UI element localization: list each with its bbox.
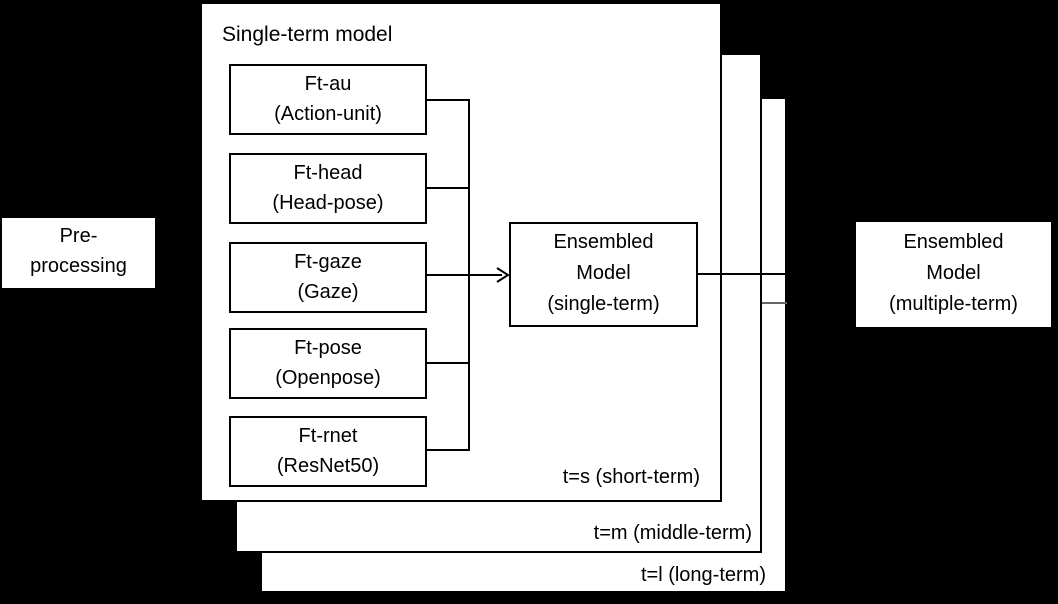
single-term-model-title: Single-term model: [222, 23, 393, 46]
term-label-long: t=l (long-term): [640, 564, 766, 586]
ensembled-single-line2: Model: [576, 262, 631, 284]
ensembled-multiple-line2: Model: [926, 262, 981, 284]
feature-source: (Openpose): [275, 367, 381, 389]
feature-box-ft-au: Ft-au (Action-unit): [229, 64, 427, 135]
arrow-right-icon: [496, 267, 510, 283]
feature-source: (Gaze): [297, 281, 359, 303]
feature-source: (ResNet50): [276, 455, 380, 477]
preprocessing-box: Pre- processing: [2, 218, 155, 288]
preprocessing-label-line1: Pre-: [59, 225, 98, 247]
feature-name: Ft-rnet: [298, 425, 358, 447]
ensembled-single-line1: Ensembled: [553, 231, 654, 253]
connector-stub-ft-pose: [427, 362, 470, 364]
preprocessing-label-line2: processing: [30, 255, 127, 277]
connector-stub-ft-au: [427, 99, 470, 101]
feature-name: Ft-gaze: [294, 251, 362, 273]
feature-source: (Action-unit): [274, 103, 382, 125]
term-label-middle: t=m (middle-term): [593, 522, 752, 544]
term-label-short: t=s (short-term): [562, 466, 700, 488]
ensembled-single-box: Ensembled Model (single-term): [509, 222, 698, 327]
ensembled-multiple-line1: Ensembled: [903, 231, 1004, 253]
feature-box-ft-pose: Ft-pose (Openpose): [229, 328, 427, 399]
feature-name: Ft-au: [304, 73, 352, 95]
connector-line-single-to-multiple: [698, 273, 787, 275]
connector-stub-ft-head: [427, 187, 470, 189]
feature-box-ft-rnet: Ft-rnet (ResNet50): [229, 416, 427, 487]
feature-name: Ft-head: [293, 162, 363, 184]
connector-stub-ft-gaze: [427, 274, 470, 276]
ensembled-multiple-line3: (multiple-term): [889, 293, 1018, 315]
feature-box-ft-gaze: Ft-gaze (Gaze): [229, 242, 427, 313]
connector-stub-ft-rnet: [427, 449, 470, 451]
ensembled-multiple-box: Ensembled Model (multiple-term): [856, 222, 1051, 327]
arrow-line-to-ensembled: [468, 274, 502, 276]
feature-box-ft-head: Ft-head (Head-pose): [229, 153, 427, 224]
feature-source: (Head-pose): [272, 192, 384, 214]
feature-name: Ft-pose: [294, 337, 362, 359]
ensembled-single-line3: (single-term): [547, 293, 660, 315]
connector-line-middle-output: [762, 302, 787, 304]
